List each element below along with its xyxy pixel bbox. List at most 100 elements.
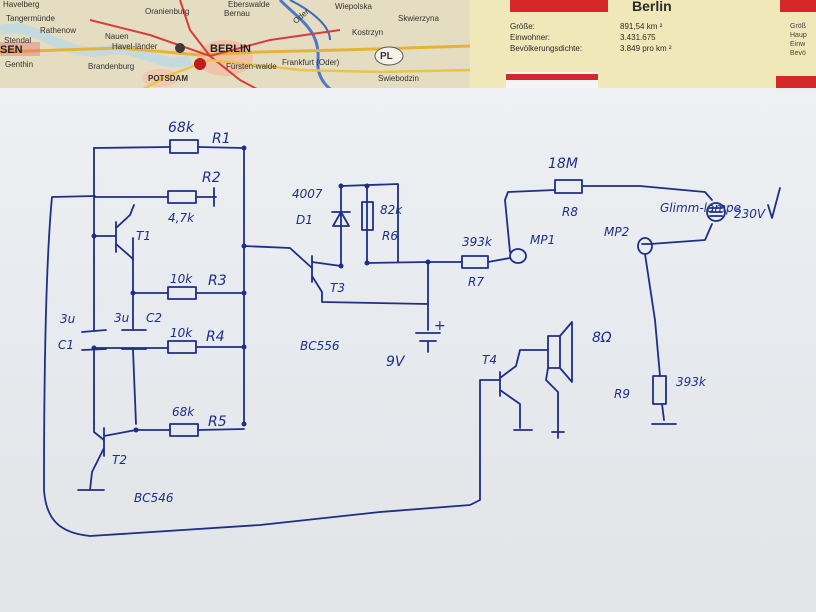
resistor-r3 — [167, 286, 197, 300]
map-place-label: SEN — [0, 44, 23, 56]
side-fragment: Haup — [790, 32, 807, 39]
label-t1: T1 — [136, 229, 151, 243]
resistor-r7 — [461, 255, 489, 269]
map-place-label: Stendal — [4, 36, 32, 45]
label-r3-name: R3 — [208, 273, 227, 289]
label-mains: 230V — [734, 207, 766, 221]
label-c2-value: 3u — [114, 311, 130, 325]
map-place-label: Havel-länder — [112, 42, 158, 51]
side-fragment: Bevö — [790, 50, 806, 57]
flag-stripe — [506, 74, 598, 80]
label-t3: T3 — [330, 281, 345, 295]
map-place-label: Eberswalde — [228, 0, 270, 9]
label-r2-value: 4,7k — [168, 211, 195, 225]
fact-label: Größe: — [510, 22, 535, 31]
label-r2-name: R2 — [202, 170, 221, 186]
label-r8-name: R8 — [562, 205, 578, 219]
label-r6-value: 82k — [380, 203, 403, 217]
label-r7-name: R7 — [468, 275, 484, 289]
label-c2-name: C2 — [146, 311, 162, 325]
map-place-label: Rathenow — [40, 26, 77, 35]
transistor-t4 — [499, 349, 549, 431]
label-r9-name: R9 — [614, 387, 630, 401]
transistor-t1 — [93, 204, 135, 261]
map-place-label: Tangermünde — [6, 14, 55, 23]
resistor-r2 — [167, 190, 197, 204]
side-fragments: Größ Haup Einw Bevö — [790, 22, 807, 58]
map-place-label: Kostrzyn — [352, 28, 384, 37]
fact-label: Einwohner: — [510, 33, 551, 42]
country-code-label: PL — [380, 51, 393, 62]
road-map-background: Havelberg Oranienburg Bernau Eberswalde … — [0, 0, 470, 96]
resistor-r6 — [361, 201, 374, 231]
fact-row: Größe: 891,54 km ² — [510, 22, 662, 31]
fact-row: Bevölkerungsdichte: 3.849 pro km ² — [510, 44, 672, 53]
resistor-r1 — [169, 139, 199, 154]
fact-label: Bevölkerungsdichte: — [510, 44, 583, 53]
label-speaker: 8Ω — [592, 330, 612, 346]
wire-r2 — [93, 187, 217, 207]
map-place-label: Bernau — [224, 9, 250, 18]
label-t3-type: BC556 — [300, 339, 340, 353]
map-place-label: Frankfurt (Oder) — [282, 58, 340, 67]
map-place-label: Swiebodzin — [378, 74, 419, 83]
map-city-label: BERLIN — [210, 43, 251, 55]
paper-sheet — [0, 88, 816, 612]
map-drawing — [0, 0, 470, 96]
resistor-r8 — [554, 179, 583, 194]
wire-r5 — [135, 428, 245, 431]
resistor-r9 — [652, 375, 667, 405]
label-r4-name: R4 — [206, 329, 225, 345]
label-mp2: MP2 — [604, 225, 629, 239]
map-place-label: Havelberg — [3, 0, 40, 9]
label-r4-value: 10k — [170, 326, 193, 340]
label-r1-value: 68k — [168, 120, 195, 136]
label-plus: + — [434, 318, 446, 334]
wire-feedback-loop — [43, 195, 501, 537]
capacitor-c2 — [121, 329, 147, 350]
label-r3-value: 10k — [170, 272, 193, 286]
side-fragment: Einw — [790, 41, 806, 48]
label-glow-lamp: Glimm-lampe — [660, 201, 741, 215]
diode-d1 — [331, 211, 351, 227]
label-t2: T2 — [112, 453, 127, 467]
label-supply: 9V — [386, 354, 406, 370]
label-mp1: MP1 — [530, 233, 555, 247]
flag-stripe — [510, 0, 608, 12]
label-r6-name: R6 — [382, 229, 398, 243]
map-place-label: Fürsten-walde — [226, 62, 277, 71]
label-r8-value: 18M — [548, 156, 578, 172]
wire-inner-column — [132, 237, 137, 425]
label-r7-value: 393k — [462, 235, 493, 249]
glow-lamp-electrodes — [709, 207, 723, 217]
label-r1-name: R1 — [212, 131, 231, 147]
map-place-label: Brandenburg — [88, 62, 135, 71]
label-d1-type: 4007 — [292, 187, 323, 201]
resistor-r5 — [169, 423, 199, 437]
label-d1-name: D1 — [296, 213, 313, 227]
transistor-t3 — [311, 255, 429, 305]
label-c1-value: 3u — [60, 312, 76, 326]
wire-mp2-r9 — [644, 253, 677, 425]
city-info-card: Berlin Größe: 891,54 km ² Einwohner:3.431… — [470, 0, 816, 96]
fact-value: 3.849 pro km ² — [620, 44, 672, 53]
contact-mp1 — [509, 248, 527, 264]
flag-stripe — [780, 0, 816, 12]
label-r5-value: 68k — [172, 405, 195, 419]
label-t4: T4 — [482, 353, 497, 367]
map-place-label: Nauen — [105, 32, 129, 41]
battery-9v — [415, 261, 441, 353]
transistor-t2 — [77, 423, 137, 491]
city-title: Berlin — [632, 0, 672, 14]
pen-checkmark — [767, 187, 781, 219]
map-place-label: Oranienburg — [145, 7, 190, 16]
fact-row: Einwohner:3.431.675 — [510, 33, 656, 42]
wire-r7 — [427, 257, 511, 263]
fact-value: 891,54 km ² — [620, 22, 663, 31]
map-place-label: Genthin — [5, 60, 34, 69]
speaker-symbol — [545, 321, 573, 439]
glow-lamp — [706, 202, 726, 222]
label-r5-name: R5 — [208, 414, 227, 430]
